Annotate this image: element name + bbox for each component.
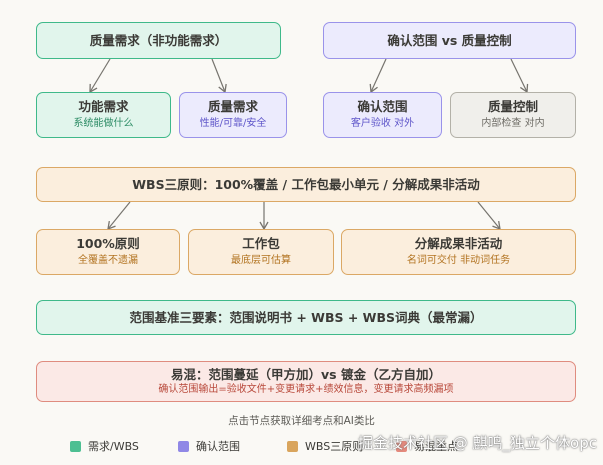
node-subtitle: 全覆盖不遗漏 (78, 255, 138, 266)
node-work-package[interactable]: 工作包 最底层可估算 (188, 229, 334, 275)
node-wbs-three-principles[interactable]: WBS三原则：100%覆盖 / 工作包最小单元 / 分解成果非活动 (36, 167, 576, 202)
node-subtitle: 系统能做什么 (73, 118, 134, 129)
node-verify-scope[interactable]: 确认范围 客户验收 对外 (323, 92, 442, 138)
legend-item-verify-scope: 确认范围 (178, 438, 240, 454)
arrow-wbs-to-100 (107, 201, 131, 231)
node-subtitle: 客户验收 对外 (350, 118, 415, 129)
node-confusion-scope-creep-vs-gold-plating[interactable]: 易混：范围蔓延（甲方加）vs 镀金（乙方自加） 确认范围输出=验收文件+变更请求… (36, 361, 576, 402)
node-functional-requirement[interactable]: 功能需求 系统能做什么 (36, 92, 171, 138)
legend-label: 需求/WBS (88, 440, 139, 453)
click-hint: 点击节点获取详细考点和AI类比 (228, 415, 375, 427)
arrow-wbs-to-deliverables (477, 201, 501, 231)
node-title: 范围基准三要素：范围说明书 + WBS + WBS词典（最常漏） (129, 309, 483, 325)
arrow-verify-to-qc (510, 58, 529, 94)
node-quality-control[interactable]: 质量控制 内部检查 对内 (450, 92, 576, 138)
node-title: 分解成果非活动 (414, 236, 503, 251)
node-verify-scope-vs-quality-control[interactable]: 确认范围 vs 质量控制 (323, 22, 576, 59)
node-deliverables-not-activities[interactable]: 分解成果非活动 名词可交付 非动词任务 (341, 229, 576, 275)
legend-swatch (178, 440, 189, 452)
node-title: 质量控制 (487, 99, 538, 114)
legend-swatch (70, 440, 81, 452)
legend-label: 确认范围 (196, 440, 240, 453)
legend-label: 易混重点 (414, 440, 458, 453)
node-subtitle: 名词可交付 非动词任务 (406, 255, 511, 266)
node-scope-baseline[interactable]: 范围基准三要素：范围说明书 + WBS + WBS词典（最常漏） (36, 300, 576, 335)
watermark: 掘金技术社区 @ 麒鸣_独立个体opc (358, 434, 597, 452)
node-quality-requirement-nonfunctional[interactable]: 质量需求（非功能需求） (36, 22, 281, 59)
node-title: 确认范围 vs 质量控制 (387, 32, 512, 48)
legend-label: WBS三原则 (305, 440, 364, 453)
legend-item-requirements-wbs: 需求/WBS (70, 438, 139, 454)
node-subtitle: 确认范围输出=验收文件+变更请求+绩效信息，变更请求高频漏项 (158, 383, 454, 395)
node-title: 工作包 (242, 236, 280, 251)
legend-swatch (396, 440, 407, 452)
arrow-quality-to-func (89, 58, 111, 94)
node-title: 质量需求 (207, 99, 258, 114)
arrow-quality-to-quality (211, 58, 227, 94)
node-subtitle: 最底层可估算 (231, 255, 291, 266)
node-subtitle: 内部检查 对内 (481, 118, 545, 129)
node-title: 功能需求 (78, 99, 129, 114)
legend-swatch (287, 440, 298, 452)
legend-item-confusion-key: 易混重点 (396, 438, 458, 454)
node-subtitle: 性能/可靠/安全 (199, 118, 267, 129)
node-title: 易混：范围蔓延（甲方加）vs 镀金（乙方自加） (171, 366, 441, 382)
legend-item-wbs-principles: WBS三原则 (287, 438, 363, 454)
node-title: 100%原则 (76, 236, 140, 251)
node-quality-requirement[interactable]: 质量需求 性能/可靠/安全 (179, 92, 287, 138)
arrow-verify-to-scope (369, 58, 387, 94)
node-100-percent-rule[interactable]: 100%原则 全覆盖不遗漏 (36, 229, 180, 275)
node-title: WBS三原则：100%覆盖 / 工作包最小单元 / 分解成果非活动 (132, 176, 480, 192)
node-title: 质量需求（非功能需求） (89, 32, 228, 48)
node-title: 确认范围 (357, 99, 408, 114)
